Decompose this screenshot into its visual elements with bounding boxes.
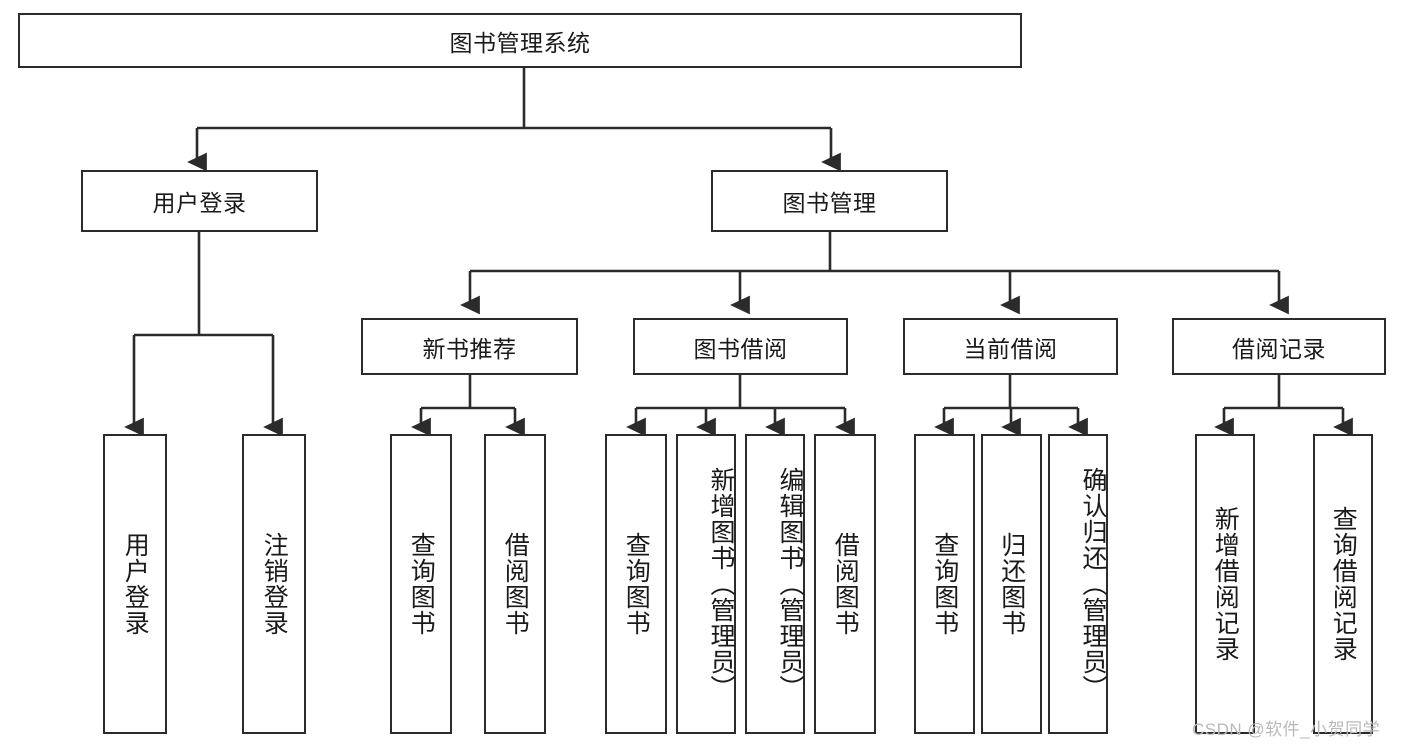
node-new-book-recommend[interactable]: 新书推荐 (361, 318, 578, 375)
leaf-add-book-admin[interactable]: 新增图书（管理员） (676, 434, 736, 734)
leaf-borrow-book[interactable]: 借阅图书 (814, 434, 876, 734)
leaf-edit-book-admin[interactable]: 编辑图书（管理员） (745, 434, 805, 734)
leaf-add-borrow-record[interactable]: 新增借阅记录 (1195, 434, 1255, 734)
leaf-user-login[interactable]: 用户登录 (103, 434, 167, 734)
leaf-user-logout[interactable]: 注销登录 (242, 434, 306, 734)
leaf-return-book[interactable]: 归还图书 (981, 434, 1042, 734)
node-root-system[interactable]: 图书管理系统 (18, 13, 1022, 68)
watermark-csdn: CSDN @软件_小贺同学 (1192, 720, 1381, 739)
leaf-confirm-return-admin[interactable]: 确认归还（管理员） (1048, 434, 1108, 734)
leaf-query-book-current[interactable]: 查询图书 (914, 434, 975, 734)
leaf-query-borrow-record[interactable]: 查询借阅记录 (1313, 434, 1373, 734)
leaf-query-book-recommend[interactable]: 查询图书 (390, 434, 452, 734)
node-book-management[interactable]: 图书管理 (711, 170, 948, 232)
leaf-borrow-book-recommend[interactable]: 借阅图书 (484, 434, 546, 734)
node-user-login[interactable]: 用户登录 (81, 170, 318, 232)
node-borrow-record[interactable]: 借阅记录 (1172, 318, 1386, 375)
node-current-borrow[interactable]: 当前借阅 (903, 318, 1118, 375)
node-book-borrow[interactable]: 图书借阅 (633, 318, 848, 375)
leaf-query-book-borrow[interactable]: 查询图书 (605, 434, 667, 734)
